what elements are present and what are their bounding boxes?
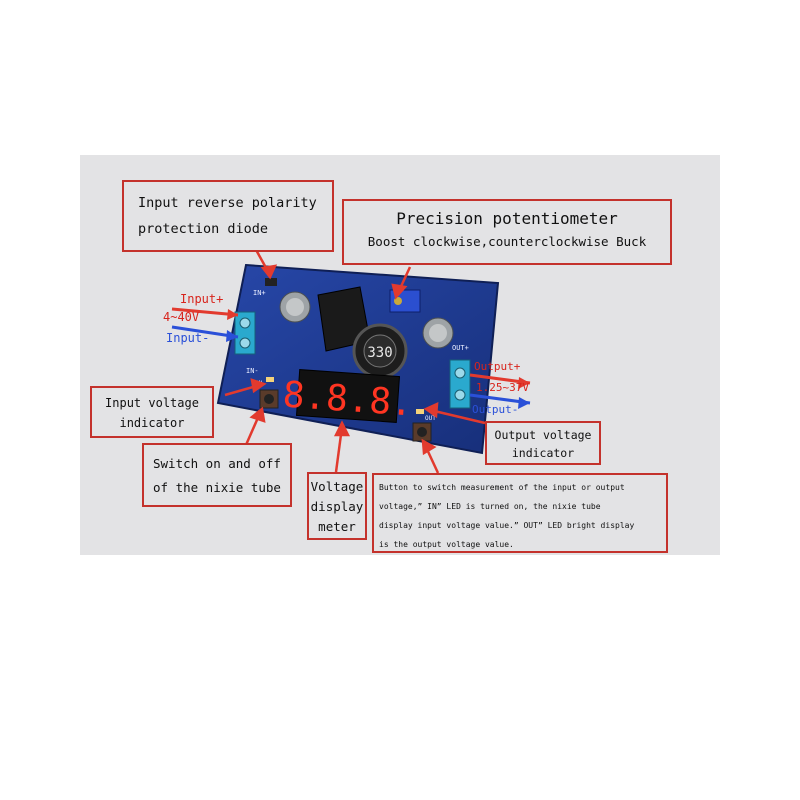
silk-out-led: OUT — [425, 415, 436, 422]
silk-in-plus: IN+ — [253, 289, 266, 297]
out-led — [416, 409, 424, 414]
silk-in-minus: IN- — [246, 367, 259, 375]
callout-output-voltage-indicator: Output voltage indicator — [485, 421, 601, 465]
callout-text-line: Button to switch measurement of the inpu… — [379, 483, 625, 492]
callout-text-line: display input voltage value.” OUT” LED b… — [379, 521, 635, 530]
silk-out-plus: OUT+ — [452, 344, 469, 352]
inductor-marking: 330 — [367, 345, 392, 361]
callout-text-line: display — [310, 499, 364, 514]
callout-text-line: Boost clockwise,counterclockwise Buck — [367, 234, 647, 249]
callout-measure-switch-button: Button to switch measurement of the inpu… — [372, 473, 668, 553]
callout-text-line: Input voltage — [105, 396, 199, 410]
callout-text-line: Input reverse polarity — [138, 195, 317, 211]
callout-input-voltage-indicator: Input voltage indicator — [90, 386, 214, 438]
callout-precision-potentiometer: Precision potentiometer Boost clockwise,… — [342, 199, 672, 265]
callout-text-line: Output voltage — [494, 428, 592, 442]
output-terminal-block — [449, 359, 471, 409]
callout-text-line: Switch on and off — [153, 456, 281, 471]
callout-voltage-display-meter: Voltage display meter — [307, 472, 367, 540]
input-minus-label: Input- — [166, 331, 209, 345]
voltage-display-meter — [295, 369, 401, 423]
diagram-panel: 330 8.8.8. IN+ IN- OUT+ IN OUT Input+ 4~… — [80, 155, 720, 555]
callout-text-line: indicator — [511, 446, 575, 460]
output-plus-label: Output+ — [474, 360, 521, 373]
callout-text-line: voltage,” IN” LED is turned on, the nixi… — [379, 502, 601, 511]
protection-diode — [265, 278, 277, 286]
leader-arrows — [224, 247, 486, 474]
in-led — [266, 377, 274, 382]
callout-text-line: indicator — [119, 416, 185, 430]
callout-text-line: Voltage — [310, 479, 364, 494]
input-plus-arrow — [171, 307, 239, 317]
callout-title: Precision potentiometer — [396, 209, 618, 228]
callout-text-line: protection diode — [138, 221, 269, 237]
pcb-board: 330 8.8.8. IN+ IN- OUT+ IN OUT Input+ 4~… — [163, 247, 531, 474]
callout-text-line: is the output voltage value. — [379, 540, 514, 549]
output-range-label: 1.25~37V — [476, 381, 529, 394]
input-plus-label: Input+ — [180, 292, 223, 306]
callout-nixie-switch: Switch on and off of the nixie tube — [142, 443, 292, 507]
callout-text-line: meter — [318, 519, 356, 534]
output-minus-label: Output- — [472, 403, 518, 416]
input-range-label: 4~40V — [163, 310, 199, 324]
callout-reverse-polarity-diode: Input reverse polarity protection diode — [122, 180, 334, 252]
display-digits: 8.8.8. — [281, 375, 414, 425]
callout-text-line: of the nixie tube — [153, 480, 281, 495]
